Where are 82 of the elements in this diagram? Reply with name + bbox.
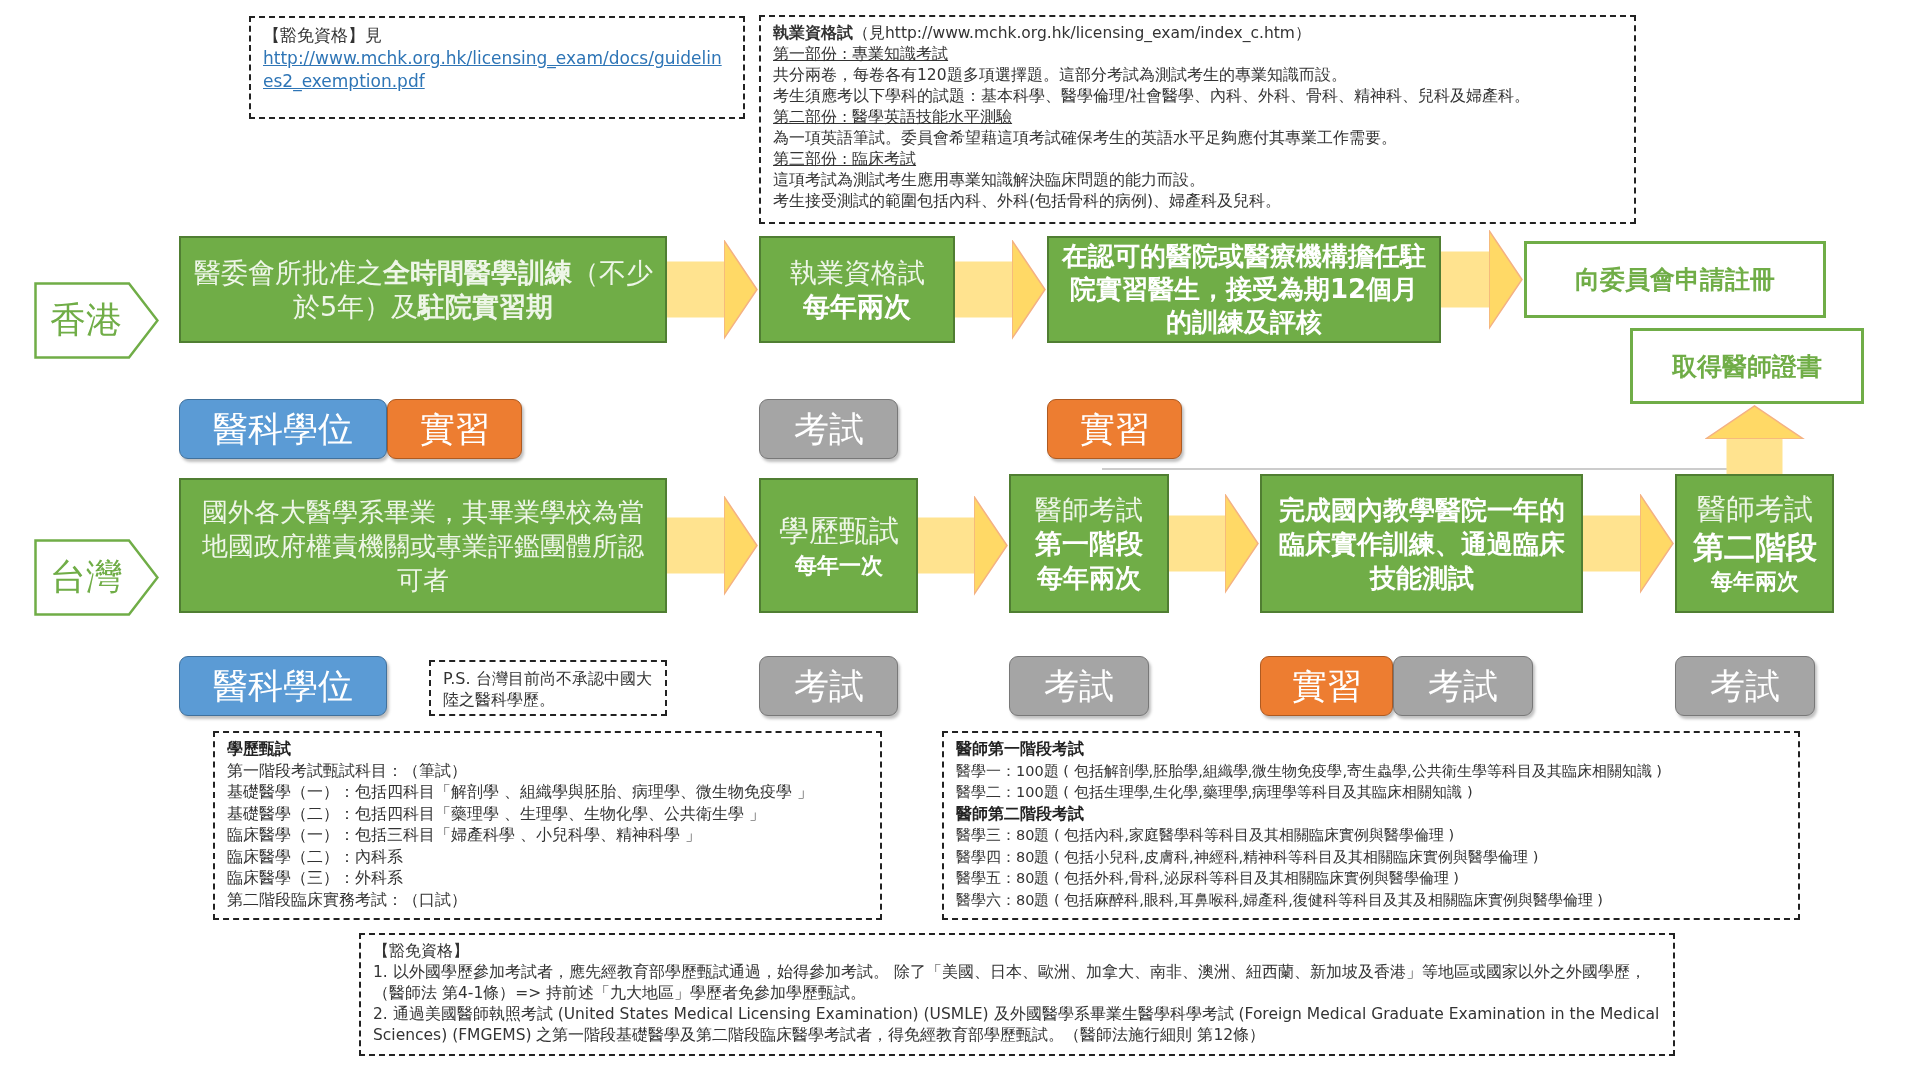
box-text: 醫師考試 — [1696, 490, 1813, 527]
note-text: 醫學四：80題 ( 包括小兒科,皮膚科,神經科,精神科等科目及其相關臨床實例與醫學倫理 ) — [956, 847, 1540, 867]
note-text: 臨床醫學（二）：內科系 — [227, 846, 404, 868]
block-arrow — [667, 239, 758, 340]
note-heading: 醫師第二階段考試 — [956, 803, 1085, 825]
note-text: P.S. 台灣目前尚不承認中國大陸之醫科學歷。 — [443, 668, 653, 710]
note-box — [429, 660, 667, 716]
note-text: 第一階段考試甄試科目：（筆試） — [227, 760, 468, 782]
region-label: 台灣 — [49, 555, 122, 599]
note-box — [942, 731, 1800, 920]
note-text: 考生須應考以下學科的試題：基本科學、醫學倫理/社會醫學、內科、外科、骨科、精神科、兒科及婦產科。 — [773, 86, 1532, 107]
stage-tag: 考試 — [1393, 656, 1533, 716]
note-text: 為一項英語筆試。委員會希望藉這項考試確保考生的英語水平足夠應付其專業工作需要。 — [773, 128, 1398, 149]
section-heading: 第二部份 : 醫學英語技能水平測驗 — [773, 107, 1014, 128]
process-box — [179, 478, 667, 613]
box-text: 醫師考試 — [1035, 492, 1143, 527]
block-arrow — [1583, 493, 1674, 594]
note-text: 臨床醫學（三）：外科系 — [227, 868, 404, 889]
box-text: 第二階段 — [1692, 527, 1817, 567]
block-arrow — [1169, 493, 1259, 594]
note-text: 第二階段臨床實務考試：（口試） — [227, 889, 468, 911]
block-arrow — [918, 495, 1008, 596]
note-heading: 【豁免資格】 — [373, 941, 470, 962]
note-text: 基礎醫學（二）：包括四科目「藥理學 、生理學、生物化學、公共衛生學 」 — [227, 803, 766, 825]
note-box — [359, 933, 1675, 1056]
note-text: 醫學五：80題 ( 包括外科,骨科,泌尿科等科目及其相關臨床實例與醫學倫理 ) — [956, 869, 1460, 888]
process-box — [179, 236, 667, 343]
block-arrow — [1441, 229, 1523, 330]
note-text: 醫學一：100題 ( 包括解剖學,胚胎學,組織學,微生物免疫學,寄生蟲學,公共衛生學等科目及其臨床相關知識 ) — [956, 761, 1663, 781]
block-arrow — [667, 495, 758, 596]
region-label: 香港 — [49, 298, 122, 342]
process-box — [759, 236, 955, 343]
section-heading: 第一部份 : 專業知識考試 — [773, 44, 950, 65]
process-box — [759, 478, 918, 613]
note-text: 考生接受測試的範圍包括內科、外科(包括骨科的病例)、婦產科及兒科。 — [773, 191, 1283, 212]
note-text: 醫學三：80題 ( 包括內科,家庭醫學科等科目及其相關臨床實例與醫學倫理 ) — [956, 826, 1456, 845]
box-text: 執業資格試 — [789, 255, 925, 290]
note-text: 醫學二：100題 ( 包括生理學,生化學,藥理學,病理學等科目及其臨床相關知識 ) — [956, 783, 1474, 802]
process-box — [1260, 474, 1583, 613]
outcome-box — [1630, 328, 1864, 404]
box-text: 每年兩次 — [1037, 561, 1141, 595]
process-box — [1675, 474, 1834, 613]
box-text: 醫委會所批准之全時間醫學訓練（不少於5年）及駐院實習期 — [192, 255, 654, 324]
note-heading: 學歷甄試 — [227, 739, 292, 760]
stage-tag: 實習 — [1047, 399, 1182, 459]
box-text: 取得醫師證書 — [1672, 350, 1822, 383]
note-text: 這項考試為測試考生應用專業知識解決臨床問題的能力而設。 — [773, 170, 1206, 191]
stage-tag: 醫科學位 — [179, 399, 387, 459]
box-text: 第一階段 — [1035, 526, 1143, 561]
stage-tag: 實習 — [387, 399, 522, 459]
section-heading: 第三部份 : 臨床考試 — [773, 149, 918, 170]
block-arrow — [1704, 405, 1805, 474]
box-text: 國外各大醫學系畢業，其畢業學校為當地國政府權責機關或專業評鑑團體所認可者 — [201, 495, 645, 597]
box-text: 每年一次 — [794, 551, 883, 580]
stage-tag: 考試 — [759, 399, 898, 459]
note-heading: 醫師第一階段考試 — [956, 739, 1085, 760]
note-text: 共分兩卷，每卷各有120題多項選擇題。這部分考試為測試考生的專業知識而設。 — [773, 65, 1348, 86]
box-text: 向委員會申請註冊 — [1575, 264, 1775, 296]
box-text: 在認可的醫院或醫療機構擔任駐院實習醫生，接受為期12個月的訓練及評核 — [1060, 240, 1427, 339]
note-box — [213, 731, 882, 920]
outcome-box — [1524, 241, 1826, 318]
stage-tag: 考試 — [1009, 656, 1149, 716]
note-text: 2. 通過美國醫師執照考試 (United States Medical Licensing Examination) (USMLE) 及外國醫學系畢業生醫學科學考試 (Foreign Medical Graduate Examination in the Medical Sciences) (FMGEMS) 之第一階段基礎醫學及第二階段臨床醫學考試者，得免經教育部學歷甄試。（醫師法施行細則 第12條） — [373, 1004, 1661, 1046]
box-text: 每年兩次 — [803, 289, 911, 324]
process-box — [1009, 474, 1169, 613]
note-text: 醫學六：80題 ( 包括麻醉科,眼科,耳鼻喉科,婦產科,復健科等科目及其及相關臨床實例與醫學倫理 ) — [956, 890, 1605, 910]
box-text: 學歷甄試 — [778, 511, 899, 550]
box-text: 完成國內教學醫院一年的臨床實作訓練、通過臨床技能測試 — [1277, 493, 1566, 595]
block-arrow — [955, 239, 1046, 340]
stage-tag: 實習 — [1260, 656, 1393, 716]
note-heading: 執業資格試（見http://www.mchk.org.hk/licensing_exam/index_c.htm） — [773, 23, 1312, 44]
note-text: 【豁免資格】見 — [263, 24, 383, 47]
box-text: 每年兩次 — [1710, 567, 1799, 596]
note-text: 1. 以外國學歷參加考試者，應先經教育部學歷甄試通過，始得參加考試。 除了「美國、日本、歐洲、加拿大、南非、澳洲、紐西蘭、新加坡及香港」等地區或國家以外之外國學歷，（醫師法 第4-1條）=> 持前述「九大地區」學歷者免參加學歷甄試。 — [373, 962, 1647, 1004]
stage-tag: 醫科學位 — [179, 656, 387, 716]
note-text: 基礎醫學（一）：包括四科目「解剖學 、組織學與胚胎、病理學、微生物免疫學 」 — [227, 782, 814, 803]
stage-tag: 考試 — [1675, 656, 1815, 716]
link-text: http://www.mchk.org.hk/licensing_exam/docs/guidelines2_exemption.pdf — [263, 47, 723, 93]
note-box — [759, 15, 1636, 224]
stage-tag: 考試 — [759, 656, 898, 716]
note-text: 臨床醫學（一）：包括三科目「婦產科學 、小兒科學、精神科學 」 — [227, 825, 702, 846]
note-box — [249, 16, 745, 119]
